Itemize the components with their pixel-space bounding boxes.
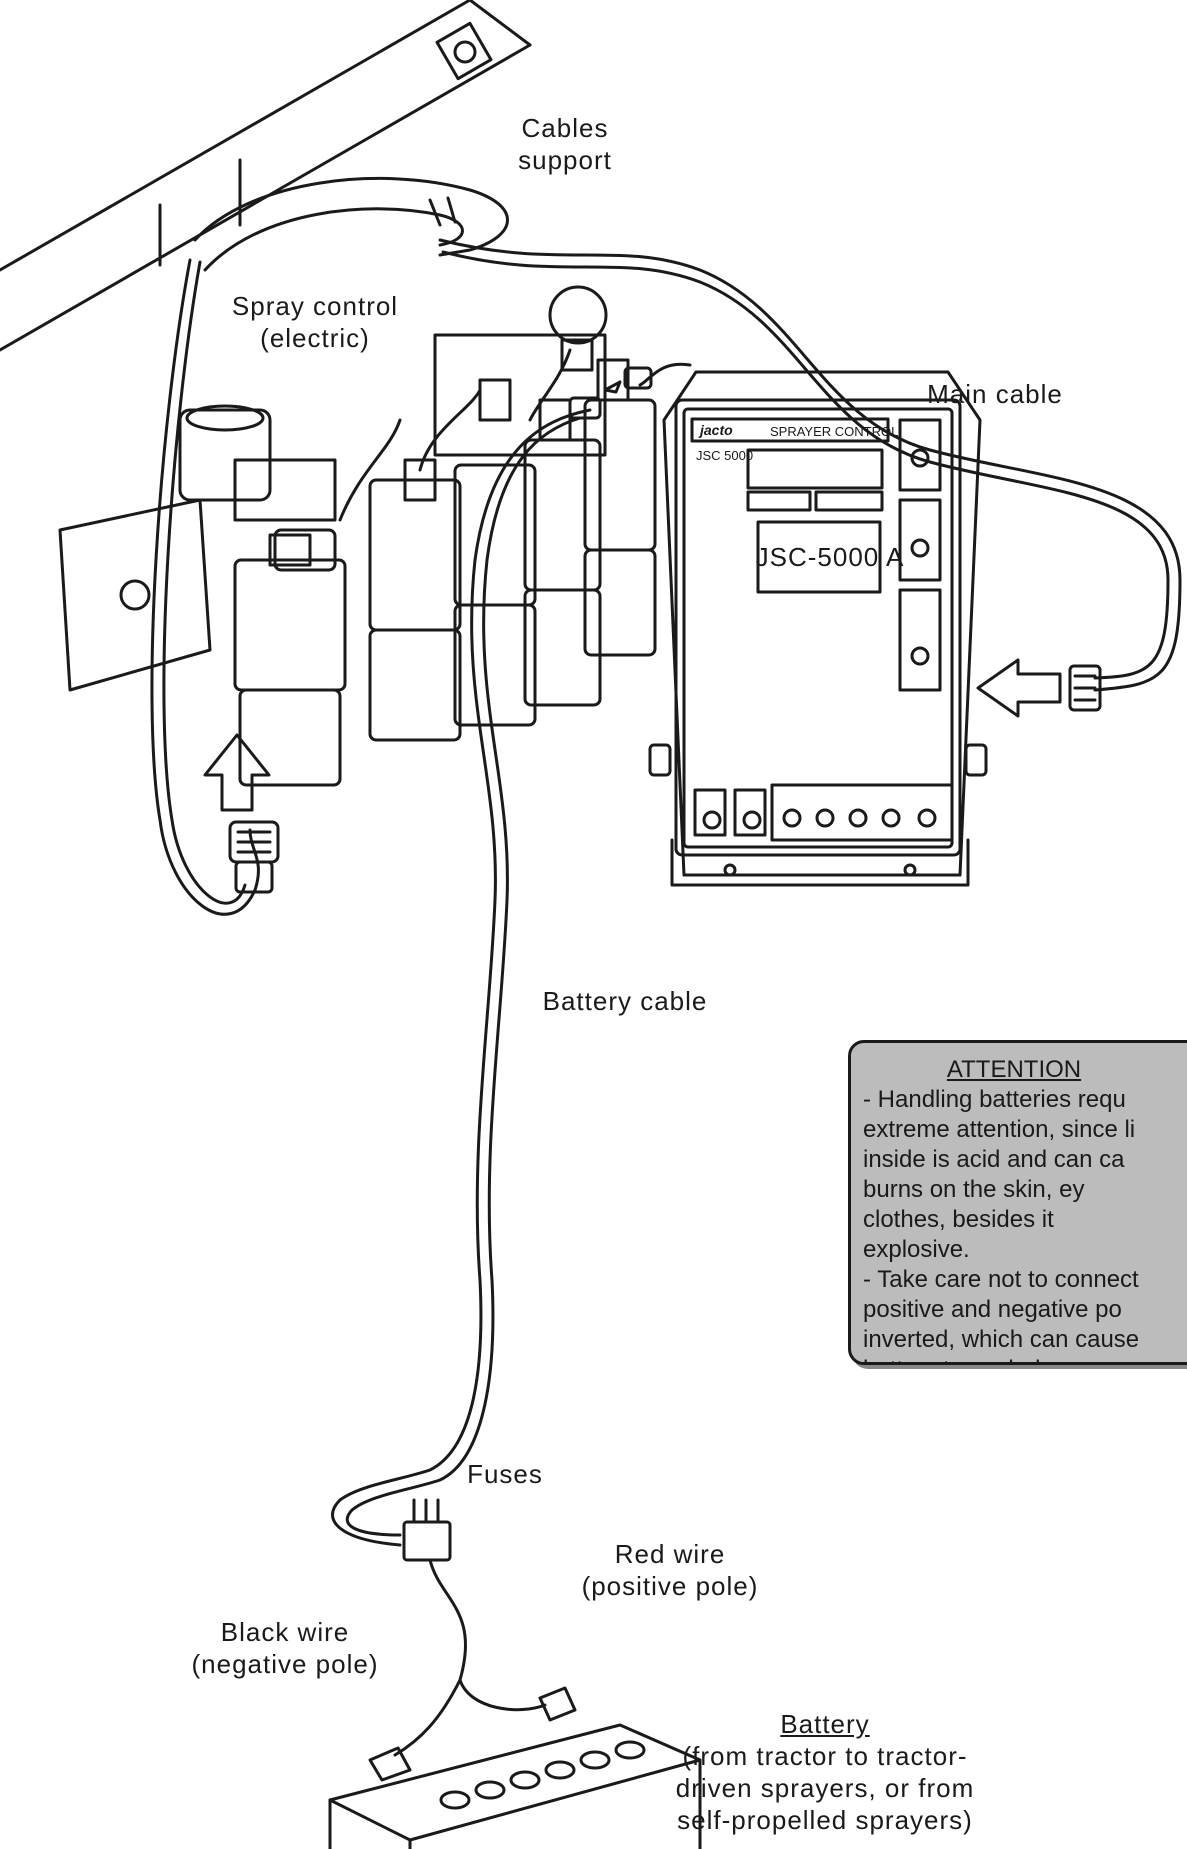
attention-line: inside is acid and can ca <box>863 1146 1125 1173</box>
label-battery-cable: Battery cable <box>542 986 708 1016</box>
cables-support-bracket <box>193 177 509 272</box>
battery <box>328 1723 702 1849</box>
spray-control-cable <box>150 258 260 916</box>
label-red-wire: Red wire(positive pole) <box>581 1539 759 1601</box>
attention-line: inverted, which can cause <box>863 1326 1140 1353</box>
up-arrow <box>203 733 271 812</box>
attention-line: battery to explode. <box>863 1355 1187 1362</box>
attention-line: explosive. <box>863 1236 970 1263</box>
left-arrow <box>976 658 1062 718</box>
attention-box: ATTENTION - Handling batteries requ extr… <box>848 1040 1187 1365</box>
label-fuses: Fuses <box>467 1459 543 1489</box>
valve-connector-plug <box>228 820 280 894</box>
label-battery: Battery (from tractor to tractor- driven… <box>675 1709 975 1835</box>
fuses-holder <box>402 1498 467 1682</box>
cable-connector <box>568 396 602 420</box>
label-spray-control: Spray control(electric) <box>231 291 399 353</box>
attention-title: ATTENTION <box>946 1056 1082 1083</box>
battery-cable <box>331 362 692 1547</box>
label-model: JSC-5000 A <box>755 542 905 572</box>
main-cable-plug <box>1068 664 1102 712</box>
controller-header: SPRAYER CONTROL <box>770 424 898 439</box>
spray-control-valves <box>58 285 657 787</box>
label-main-cable: Main cable <box>927 379 1063 409</box>
attention-line: - Handling batteries requ <box>863 1086 1126 1113</box>
main-cable <box>438 238 1182 692</box>
controller-box <box>648 370 988 887</box>
attention-line: burns on the skin, ey <box>863 1176 1085 1203</box>
frame-beam <box>0 0 532 352</box>
label-black-wire: Black wire(negative pole) <box>191 1617 379 1679</box>
attention-line: clothes, besides it <box>863 1206 1054 1233</box>
attention-line: - Take care not to connect <box>863 1266 1139 1293</box>
black-wire <box>393 1678 462 1757</box>
controller-brand: jacto <box>698 422 733 438</box>
controller-model: JSC 5000 <box>696 448 753 463</box>
cable-connector-mate <box>623 366 653 390</box>
red-wire <box>458 1678 547 1712</box>
attention-line: positive and negative po <box>863 1296 1122 1323</box>
attention-line: extreme attention, since li <box>863 1116 1136 1143</box>
